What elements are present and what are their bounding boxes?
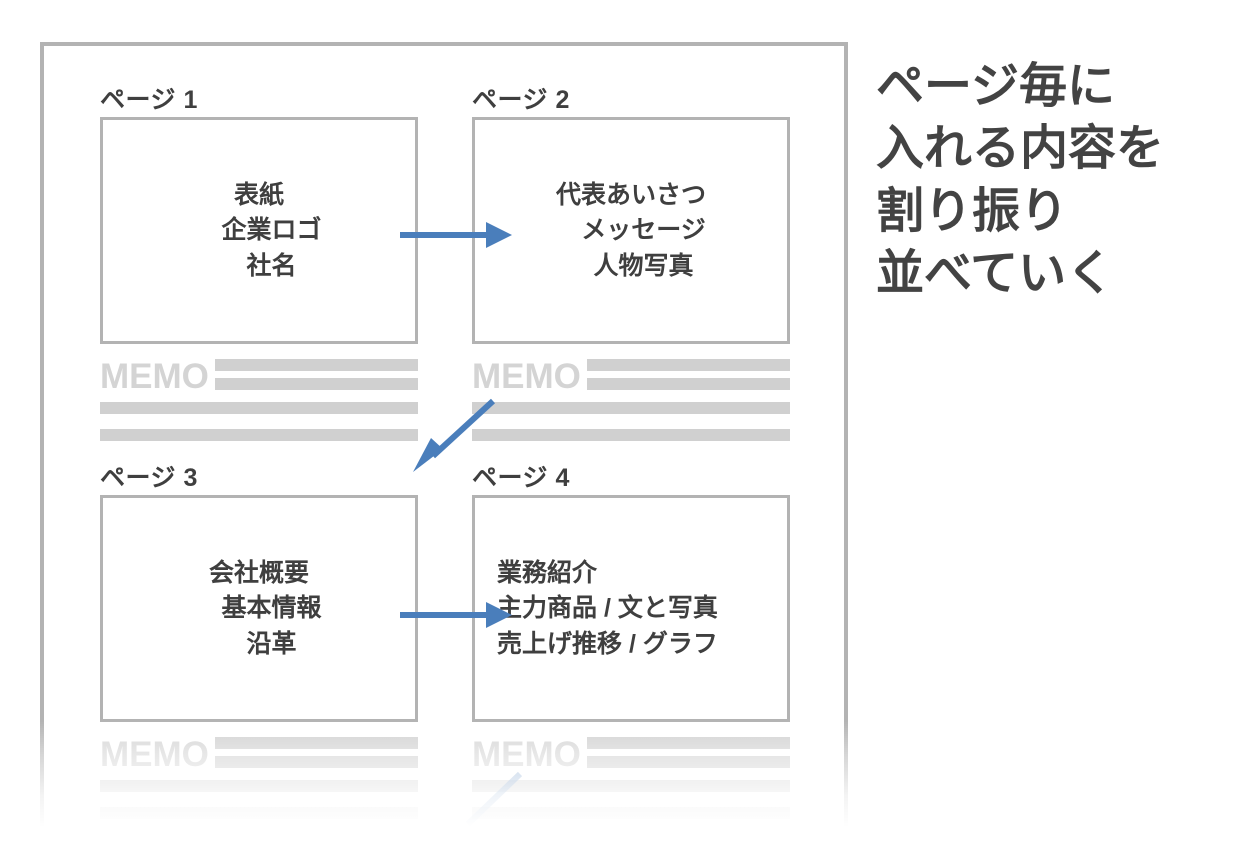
page-box-4[interactable]: 業務紹介 主力商品 / 文と写真 売上げ推移 / グラフ: [472, 495, 790, 722]
page-content-2: 代表あいさつ メッセージ 人物写真: [555, 180, 706, 280]
memo-block-1: MEMO: [100, 355, 418, 441]
memo-bar: [100, 402, 418, 414]
memo-short-bars: [214, 359, 418, 393]
page-content-1: 表紙 企業ロゴ 社名: [221, 180, 322, 280]
memo-row: MEMO: [472, 355, 790, 396]
memo-bar: [472, 429, 790, 441]
memo-long-bars: [100, 780, 418, 819]
memo-label-2: MEMO: [472, 356, 581, 396]
memo-label-4: MEMO: [472, 734, 581, 774]
arrow-page3-to-page4: [400, 602, 512, 628]
page-content-3: 会社概要 基本情報 沿革: [208, 558, 322, 658]
memo-bar: [586, 737, 790, 749]
arrow-page4-continuation-icon: [465, 771, 523, 827]
memo-row: MEMO: [100, 733, 418, 774]
memo-bar: [586, 378, 790, 390]
memo-short-bars: [586, 359, 790, 393]
memo-bar: [100, 780, 418, 792]
arrow-page2-to-page3: [413, 398, 496, 472]
memo-long-bars: [472, 402, 790, 441]
page-label-3: ページ 3: [100, 464, 198, 492]
memo-label-3: MEMO: [100, 734, 209, 774]
memo-bar: [100, 429, 418, 441]
caption-text: ページ毎に 入れる内容を 割り振り 並べていく: [876, 60, 1165, 301]
memo-label-1: MEMO: [100, 356, 209, 396]
memo-bar: [214, 756, 418, 768]
memo-bar: [472, 402, 790, 414]
memo-bar: [214, 378, 418, 390]
memo-long-bars: [100, 402, 418, 441]
memo-bar: [214, 359, 418, 371]
page-box-1[interactable]: 表紙 企業ロゴ 社名: [100, 117, 418, 344]
page-label-2: ページ 2: [472, 86, 570, 114]
memo-block-2: MEMO: [472, 355, 790, 441]
page-label-1: ページ 1: [100, 86, 198, 114]
page-content-4: 業務紹介 主力商品 / 文と写真 売上げ推移 / グラフ: [497, 558, 718, 658]
page-box-2[interactable]: 代表あいさつ メッセージ 人物写真: [472, 117, 790, 344]
page-label-4: ページ 4: [472, 464, 570, 492]
memo-bar: [586, 359, 790, 371]
memo-bar: [100, 807, 418, 819]
memo-short-bars: [214, 737, 418, 771]
memo-bar: [586, 756, 790, 768]
arrow-page1-to-page2: [400, 222, 512, 248]
memo-row: MEMO: [472, 733, 790, 774]
memo-bar: [214, 737, 418, 749]
memo-block-3: MEMO: [100, 733, 418, 819]
page-box-3[interactable]: 会社概要 基本情報 沿革: [100, 495, 418, 722]
memo-row: MEMO: [100, 355, 418, 396]
memo-short-bars: [586, 737, 790, 771]
